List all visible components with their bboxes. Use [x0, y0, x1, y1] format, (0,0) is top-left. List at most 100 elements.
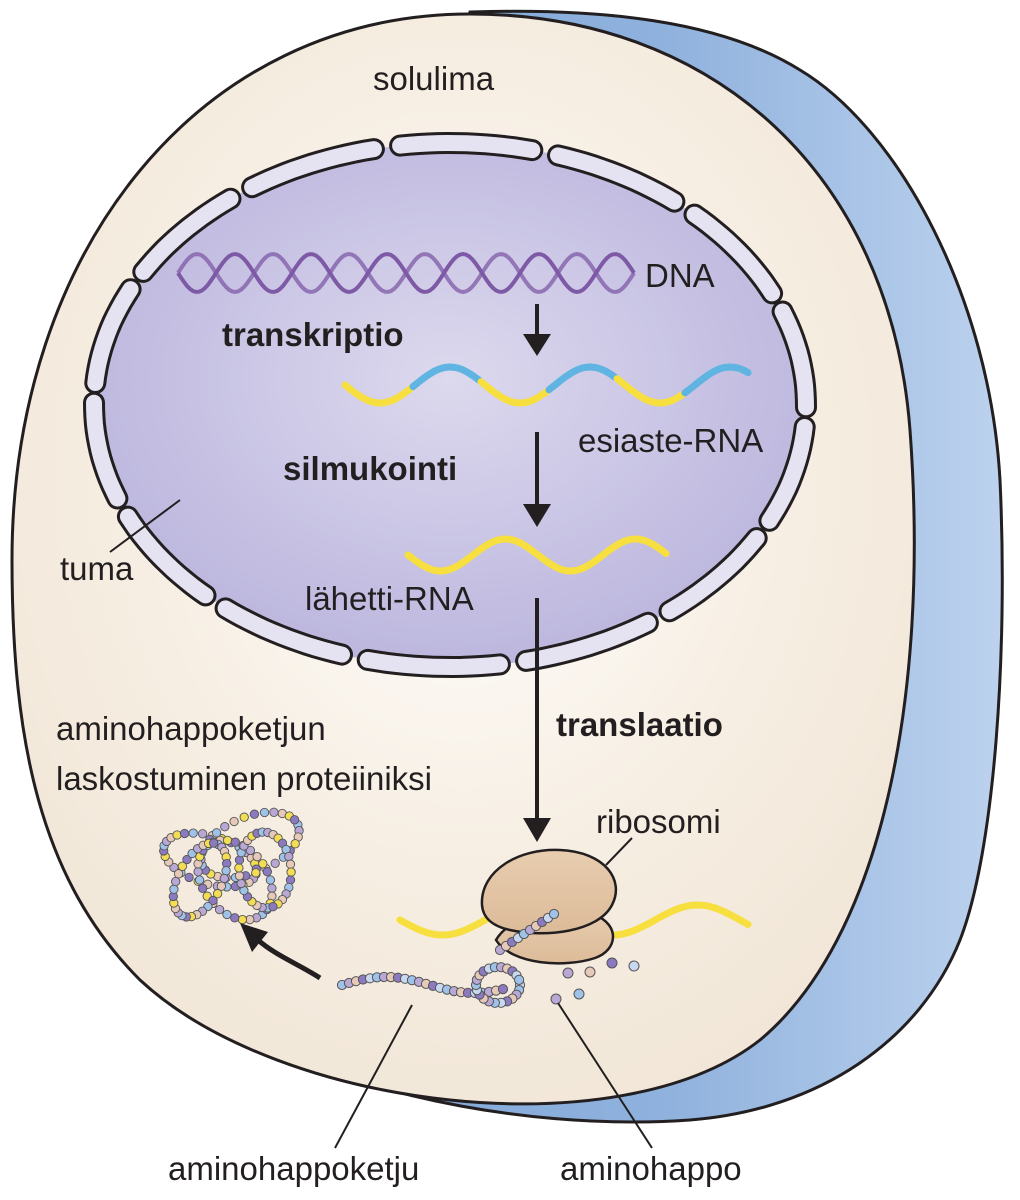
protein-bead	[177, 861, 188, 871]
protein-bead	[251, 868, 261, 878]
protein-bead	[262, 867, 272, 877]
protein-bead	[197, 829, 208, 839]
folded-protein	[159, 807, 304, 925]
protein-bead	[219, 873, 229, 884]
nuclear-envelope-segment	[761, 419, 813, 529]
folding-arrowhead	[240, 923, 268, 952]
protein-bead	[230, 913, 240, 923]
protein-bead	[267, 883, 277, 893]
free-amino-acid	[584, 966, 596, 978]
nuclear-envelope-segment	[217, 600, 350, 663]
protein-bead	[237, 914, 248, 925]
folding-label-line1: aminohappoketjun	[56, 710, 326, 747]
protein-bead	[285, 859, 296, 869]
nuclear-envelope-segment	[550, 147, 683, 210]
nuclear-envelope-segment	[244, 141, 382, 196]
free-amino-acid	[628, 960, 640, 972]
pre-rna-ribbon	[341, 363, 752, 407]
amino-acid-chain-bead	[514, 974, 525, 986]
protein-bead	[286, 867, 296, 877]
dna-strand	[176, 251, 636, 295]
protein-bead	[220, 822, 230, 832]
nucleus-leader-line	[109, 499, 181, 553]
pre-rna-label: esiaste-RNA	[578, 422, 764, 459]
protein-bead	[221, 866, 231, 876]
protein-bead	[234, 871, 245, 881]
translation-label: translaatio	[556, 706, 723, 743]
protein-bead	[182, 854, 192, 865]
transcription-arrowhead	[523, 334, 551, 356]
protein-bead	[179, 828, 190, 839]
splicing-label: silmukointi	[283, 450, 458, 487]
splicing-arrowhead	[523, 504, 551, 527]
protein-bead	[211, 828, 222, 838]
protein-bead	[172, 830, 182, 840]
pre-rna-segment	[477, 378, 551, 407]
protein-bead	[245, 845, 256, 856]
folding-label-line2: laskostuminen proteiiniksi	[56, 760, 433, 797]
protein-bead	[284, 851, 294, 862]
protein-bead	[198, 883, 208, 893]
protein-bead	[184, 872, 194, 883]
free-amino-acid	[562, 967, 574, 979]
amino-acid-chain-bead	[497, 984, 509, 995]
protein-bead	[234, 863, 244, 873]
nuclear-envelope-segment	[686, 206, 781, 302]
protein-bead	[258, 859, 268, 869]
protein-bead	[289, 815, 300, 825]
nuclear-envelope-segment	[86, 394, 126, 507]
pre-rna-segment	[613, 375, 687, 407]
nuclear-envelope-segment	[87, 281, 139, 391]
protein-bead	[269, 807, 279, 817]
free-amino-acid	[606, 957, 618, 969]
nuclear-envelope-segment	[774, 303, 814, 416]
pre-rna-segment	[681, 363, 752, 397]
folding-arrow	[256, 938, 322, 981]
amino-acid-chain-bead	[548, 908, 560, 920]
free-amino-acid	[573, 988, 585, 1000]
protein-bead	[214, 904, 225, 915]
cytoplasm-label: solulima	[373, 60, 495, 97]
protein-bead	[249, 809, 260, 819]
protein-bead	[239, 812, 249, 822]
protein-bead	[208, 895, 218, 906]
ribosome-large-subunit	[480, 848, 618, 935]
protein-bead	[265, 875, 276, 885]
ribosome-leader-line	[605, 837, 633, 866]
nuclear-envelope-segment	[661, 530, 765, 620]
protein-bead	[193, 867, 203, 877]
protein-bead	[236, 878, 246, 889]
protein-bead	[270, 858, 280, 868]
protein-bead	[188, 828, 198, 838]
protein-bead	[222, 835, 233, 846]
nuclear-envelope-segment	[518, 614, 656, 669]
pre-rna-segment	[545, 363, 619, 394]
protein-bead	[229, 816, 239, 827]
amino-acid-chain-label: aminohappoketju	[168, 1150, 420, 1187]
amino-acid-beads	[336, 908, 640, 1008]
protein-bead	[216, 881, 227, 891]
amino-acid-label: aminohappo	[560, 1150, 742, 1187]
protein-bead	[209, 838, 219, 848]
amino-acid-leader-line	[557, 1002, 653, 1149]
protein-bead	[169, 884, 179, 894]
protein-bead	[259, 807, 270, 818]
mrna-ribbon	[404, 535, 670, 575]
pre-rna-segment	[341, 381, 415, 407]
protein-bead	[171, 876, 181, 887]
protein-bead	[173, 869, 184, 879]
nuclear-envelope-segment	[359, 651, 508, 676]
protein-bead	[268, 902, 278, 912]
protein-bead	[252, 851, 262, 862]
dna-helix	[176, 251, 636, 295]
nucleus-label: tuma	[60, 550, 134, 587]
transcription-label: transkriptio	[222, 316, 404, 353]
ribosome-label: ribosomi	[596, 803, 721, 840]
protein-bead	[194, 875, 205, 885]
process-arrows	[523, 304, 551, 842]
mrna-segment	[404, 535, 670, 575]
protein-bead	[290, 839, 300, 849]
dna-label: DNA	[645, 257, 715, 294]
